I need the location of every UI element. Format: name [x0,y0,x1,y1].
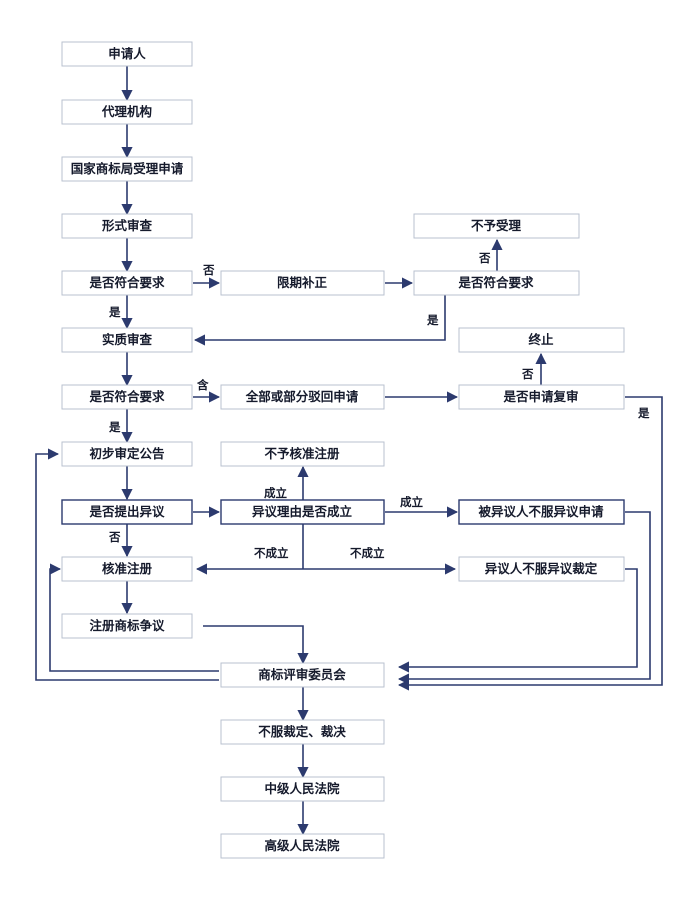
edge-board-announce [35,448,219,681]
edges [35,66,663,836]
svg-text:全部或部分驳回申请: 全部或部分驳回申请 [245,389,359,404]
svg-text:高级人民法院: 高级人民法院 [264,838,340,853]
node-applicant: 申请人 [61,41,193,67]
svg-text:中级人民法院: 中级人民法院 [264,781,340,796]
svg-text:商标评审委员会: 商标评审委员会 [258,667,346,682]
label-yes-3: 是 [108,420,121,434]
svg-text:异议理由是否成立: 异议理由是否成立 [252,504,353,519]
svg-text:是否符合要求: 是否符合要求 [88,275,165,290]
svg-text:是否符合要求: 是否符合要求 [88,389,165,404]
label-yes-2: 是 [426,313,439,327]
node-opposition-valid: 异议理由是否成立 [220,499,385,525]
node-dispute-ruling: 不服裁定、裁决 [220,719,385,745]
node-office-accept: 国家商标局受理申请 [61,156,193,182]
node-opponent-appeal: 异议人不服异议裁定 [458,556,625,582]
node-not-accepted: 不予受理 [413,213,580,239]
edge-review-board [397,396,663,691]
label-invalid-left: 不成立 [254,546,289,560]
node-not-registered: 不予核准注册 [220,441,385,467]
svg-text:限期补正: 限期补正 [277,275,328,290]
node-opposed-party-appeal: 被异议人不服异议申请 [458,499,625,525]
label-yes-4: 是 [637,406,650,420]
svg-text:不予受理: 不予受理 [471,218,522,233]
edge-opponentappeal-board [397,568,638,673]
node-meets-req-3: 是否符合要求 [61,384,193,410]
svg-text:国家商标局受理申请: 国家商标局受理申请 [71,161,184,176]
svg-text:申请人: 申请人 [108,46,146,61]
nodes: 申请人 代理机构 国家商标局受理申请 形式审查 是否符合要求 限期补正 是否符合… [61,41,625,859]
node-approve-registration: 核准注册 [61,556,193,582]
svg-text:注册商标争议: 注册商标争议 [89,618,165,633]
label-valid-up: 成立 [264,486,287,500]
label-valid-right: 成立 [400,495,423,509]
node-registered-dispute: 注册商标争议 [61,613,193,639]
svg-text:初步审定公告: 初步审定公告 [89,446,165,461]
node-apply-review: 是否申请复审 [458,384,625,410]
node-meets-req-1: 是否符合要求 [61,270,193,296]
svg-text:核准注册: 核准注册 [102,561,153,576]
svg-text:不予核准注册: 不予核准注册 [264,446,340,461]
svg-text:代理机构: 代理机构 [101,104,152,119]
node-intermediate-court: 中级人民法院 [220,776,385,802]
svg-text:被异议人不服异议申请: 被异议人不服异议申请 [478,504,604,519]
node-high-court: 高级人民法院 [220,833,385,859]
edge-board-approve [49,563,219,672]
edge-check2-substantive [193,295,446,346]
svg-text:不服裁定、裁决: 不服裁定、裁决 [258,724,346,739]
edge-dispute-board [203,625,309,665]
node-opposition-filed: 是否提出异议 [61,499,193,525]
node-review-board: 商标评审委员会 [220,662,385,688]
node-prelim-announce: 初步审定公告 [61,441,193,467]
node-substantive-exam: 实质审查 [61,327,193,353]
svg-text:是否符合要求: 是否符合要求 [457,275,534,290]
node-rejection: 全部或部分驳回申请 [220,384,385,410]
node-correction: 限期补正 [220,270,385,296]
node-meets-req-2: 是否符合要求 [413,270,580,296]
edge-labels: 否 否 是 是 含 是 否 是 成立 成立 否 不成立 不成立 [108,251,650,560]
node-terminated: 终止 [458,327,625,353]
svg-text:实质审查: 实质审查 [102,332,153,347]
svg-text:异议人不服异议裁定: 异议人不服异议裁定 [485,561,598,576]
label-no-1: 否 [202,263,215,277]
label-no-2: 否 [478,251,491,265]
svg-text:终止: 终止 [528,332,554,347]
node-formal-exam: 形式审查 [61,213,193,239]
label-no-4: 否 [521,367,534,381]
label-yes-1: 是 [108,305,121,319]
label-invalid-right: 不成立 [350,546,385,560]
svg-text:是否申请复审: 是否申请复审 [502,389,578,404]
svg-text:形式审查: 形式审查 [102,218,153,233]
svg-text:是否提出异议: 是否提出异议 [88,504,165,519]
edge-opposedappeal-board [397,511,651,685]
node-agency: 代理机构 [61,99,193,125]
label-no-5: 否 [108,530,121,544]
label-no-3: 含 [196,378,209,392]
